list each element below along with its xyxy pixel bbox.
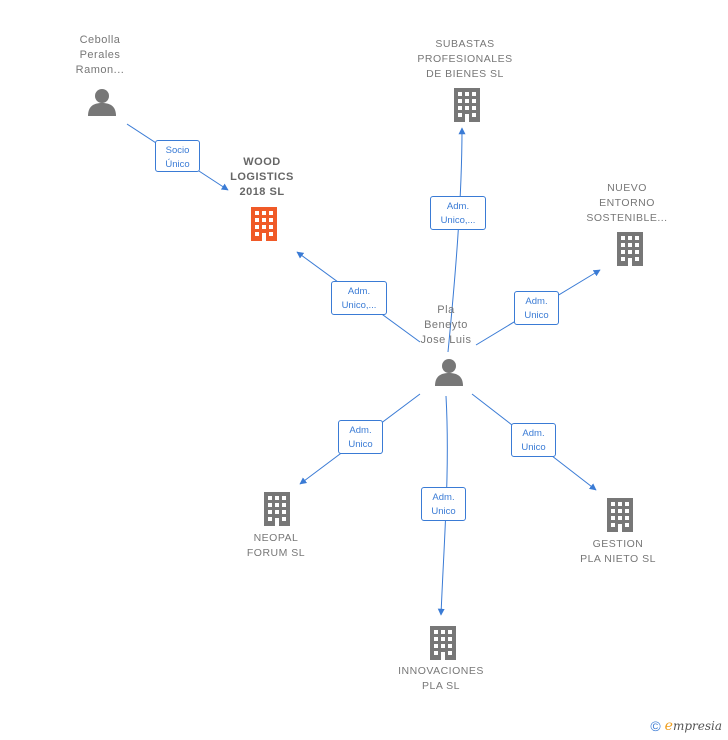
edge-label-pla-wood: Adm. Unico,...	[331, 281, 387, 315]
node-label-pla[interactable]: Pla Beneyto Jose Luis	[420, 304, 472, 346]
edge-label-line2: Unico,...	[341, 300, 377, 311]
building-icon[interactable]	[607, 498, 633, 532]
edge-label-line1: Adm.	[347, 286, 371, 297]
edge-label-line1: Adm.	[349, 425, 372, 436]
node-label-wood[interactable]: WOOD LOGISTICS 2018 SL	[230, 156, 294, 198]
node-label-neopal[interactable]: NEOPAL FORUM SL	[246, 532, 306, 559]
footer-brand[interactable]: © empresia	[650, 718, 722, 734]
edge-label-pla-gestion: Adm. Unico	[511, 423, 556, 457]
edge-label-line2: Unico	[348, 439, 373, 450]
edge-label-pla-nuevo: Adm. Unico	[514, 291, 559, 325]
node-label-innovaciones[interactable]: INNOVACIONES PLA SL	[398, 665, 484, 692]
edge-label-line2: Único	[165, 159, 190, 170]
edge-pla-subastas	[447, 127, 466, 353]
brand-name: mpresia	[672, 719, 722, 733]
edge-label-line2: Unico	[431, 506, 456, 517]
node-label-subastas[interactable]: SUBASTAS PROFESIONALES DE BIENES SL	[417, 38, 513, 80]
node-label-nuevo[interactable]: NUEVO ENTORNO SOSTENIBLE...	[586, 182, 668, 224]
brand-logo[interactable]: empresia	[665, 718, 722, 734]
edge-label-line1: Socio	[165, 145, 190, 156]
building-icon[interactable]	[264, 492, 290, 526]
brand-initial: e	[664, 718, 673, 734]
edge-label-cebolla-wood: Socio Único	[155, 140, 200, 172]
edge-label-pla-subastas: Adm. Unico,...	[430, 196, 486, 230]
edge-label-pla-neopal: Adm. Unico	[338, 420, 383, 454]
edge-label-line2: Unico	[521, 442, 546, 453]
copyright-symbol: ©	[650, 718, 661, 734]
edge-label-line1: Adm.	[522, 428, 545, 439]
building-icon[interactable]	[251, 207, 277, 241]
person-icon[interactable]	[88, 89, 116, 116]
edge-label-pla-innovaciones: Adm. Unico	[421, 487, 466, 521]
node-label-gestion[interactable]: GESTION PLA NIETO SL	[580, 538, 656, 565]
building-icon[interactable]	[454, 88, 480, 122]
edge-label-line1: Adm.	[432, 492, 455, 503]
node-label-cebolla[interactable]: Cebolla Perales Ramon...	[75, 34, 125, 76]
edge-label-line1: Adm.	[525, 296, 548, 307]
building-icon[interactable]	[617, 232, 643, 266]
building-icon[interactable]	[430, 626, 456, 660]
person-icon[interactable]	[435, 359, 463, 386]
edge-label-line1: Adm.	[446, 201, 470, 212]
edge-label-line2: Unico	[524, 310, 549, 321]
edge-label-line2: Unico,...	[440, 215, 476, 226]
